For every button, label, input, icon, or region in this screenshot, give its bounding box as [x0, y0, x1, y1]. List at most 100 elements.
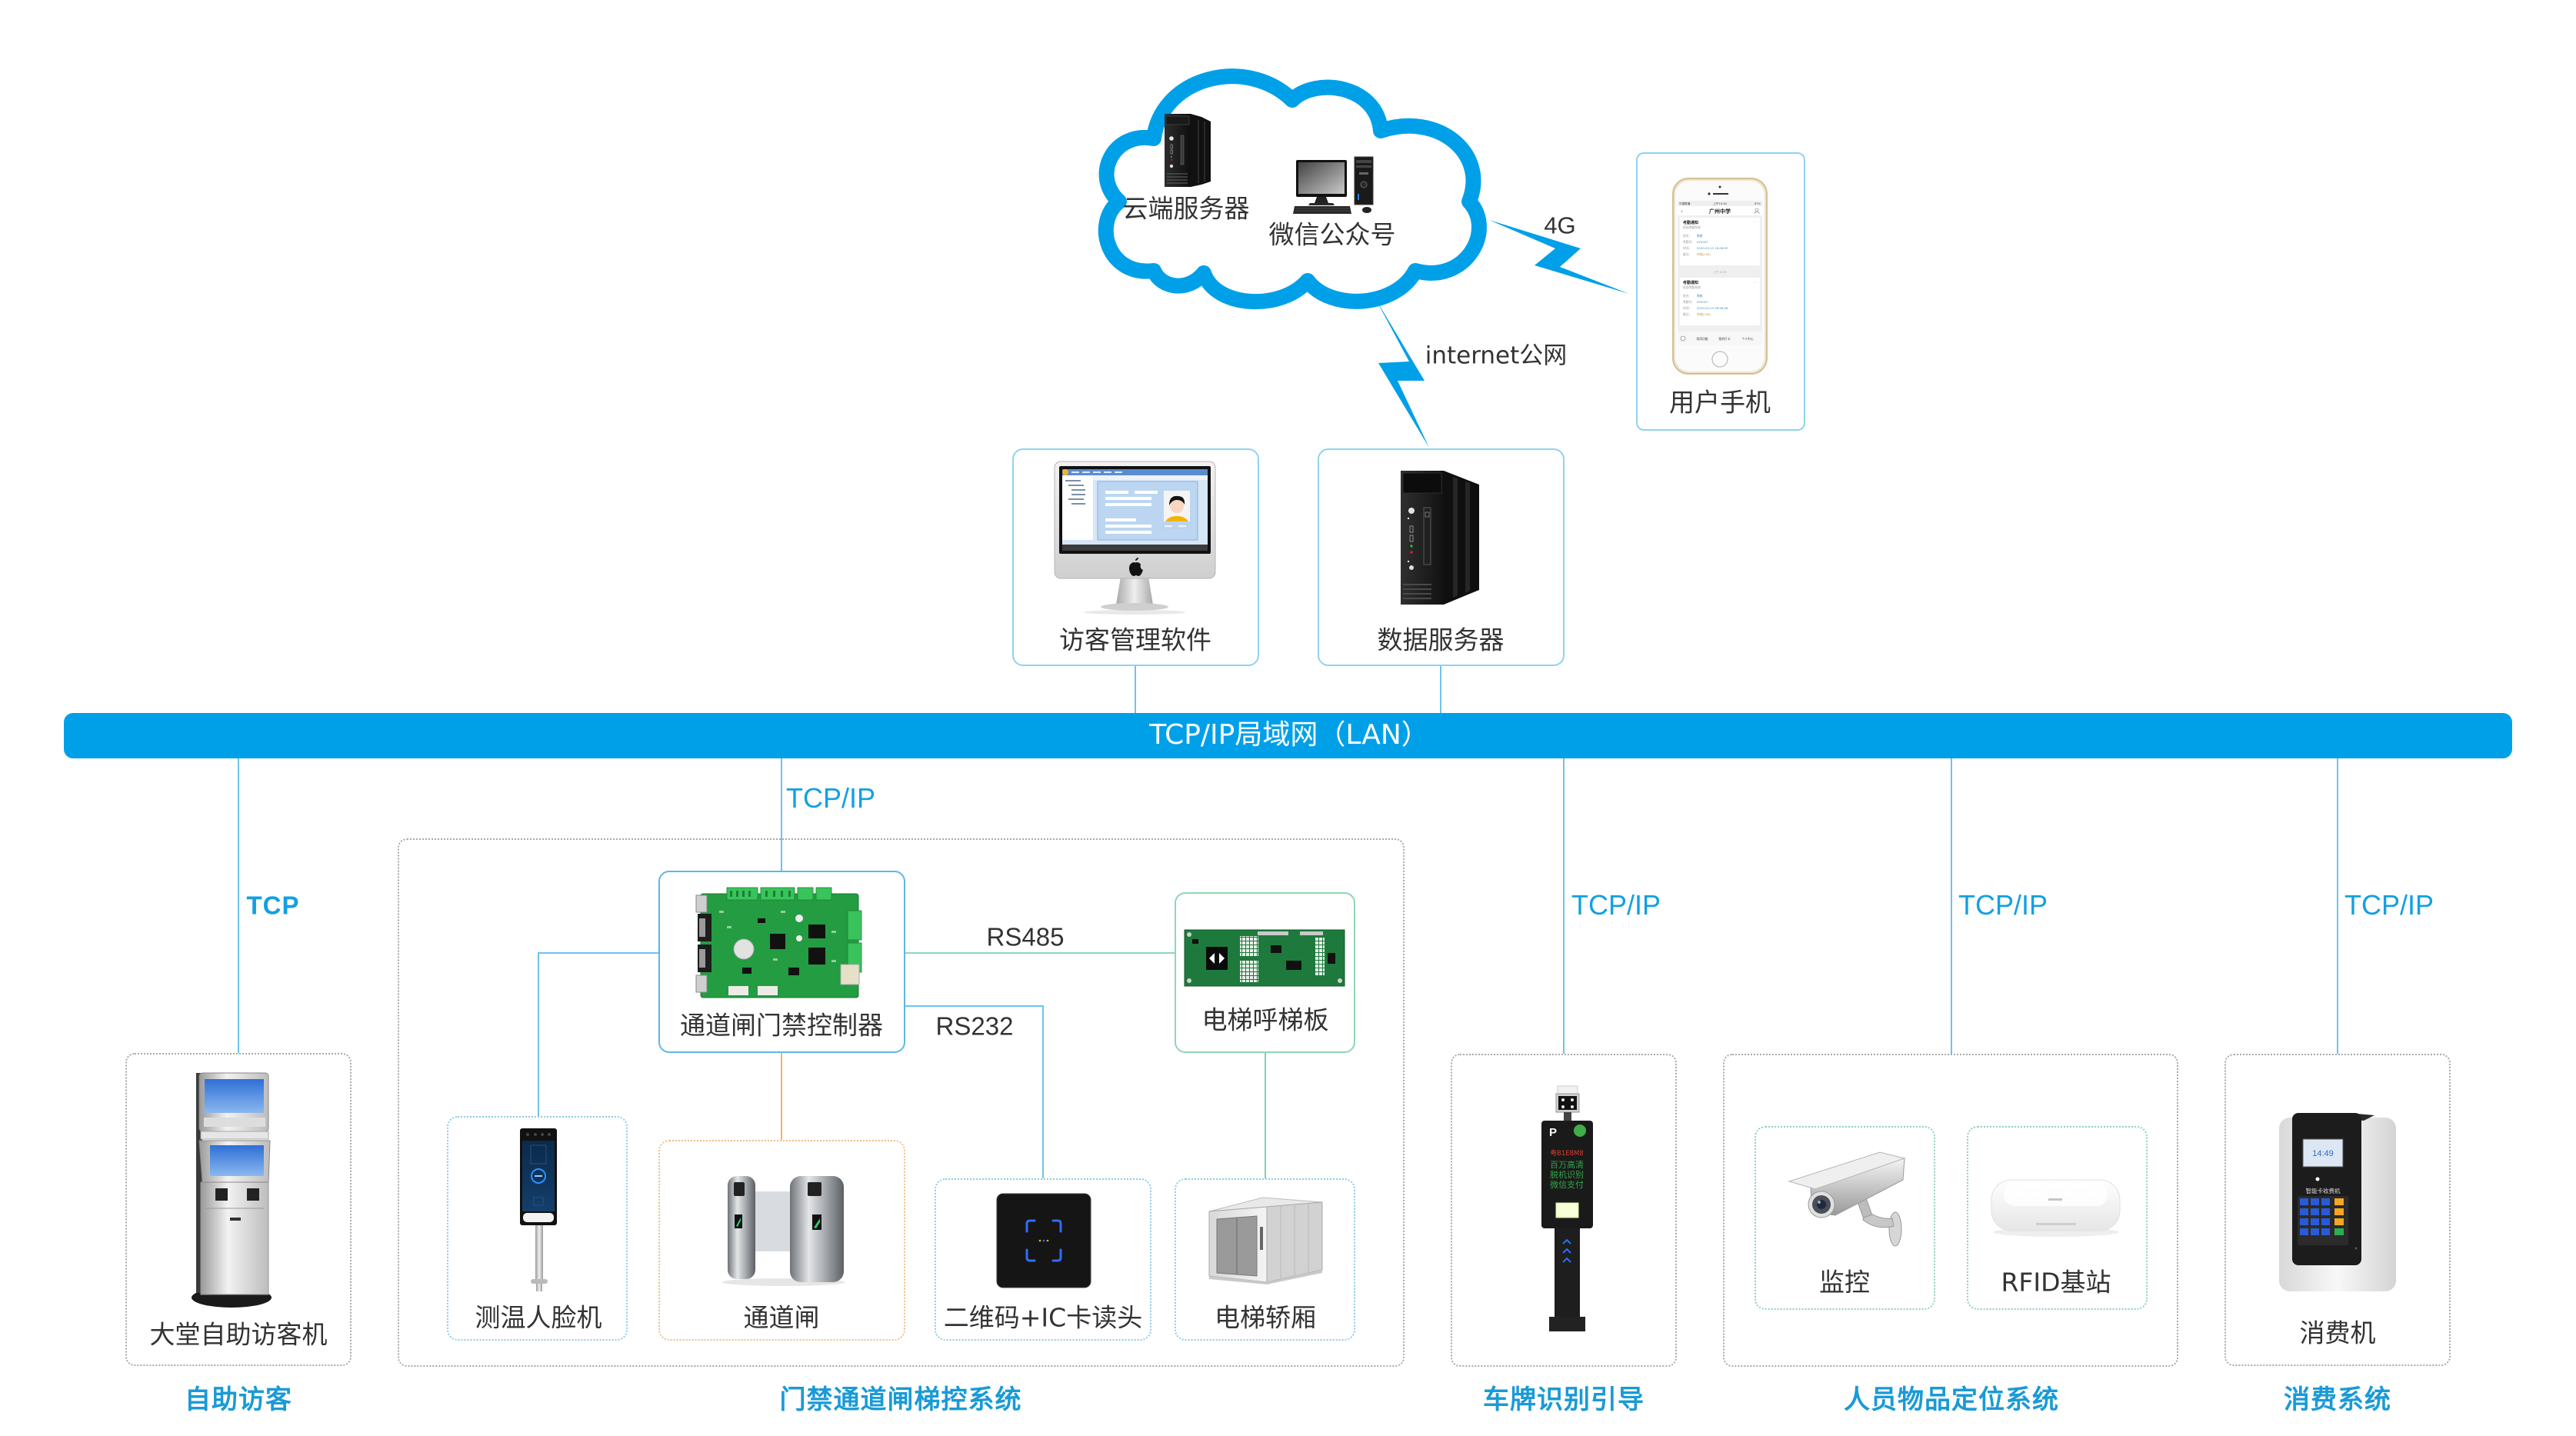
card-subtitle: 校园考勤系统 — [1683, 225, 1701, 229]
protocol-label-consumption: TCP/IP — [2344, 889, 2434, 921]
user-icon — [1755, 208, 1759, 212]
row-label: 姓名: — [1683, 294, 1690, 298]
fill-light-icon — [1555, 1202, 1579, 1218]
imac-monitor-icon — [1054, 461, 1216, 615]
protocol-label-plate: TCP/IP — [1571, 889, 1661, 921]
protocol-label-self-service: TCP — [246, 891, 300, 920]
group-title-positioning: 人员物品定位系统 — [1844, 1384, 2059, 1415]
access-control-group-box — [398, 838, 1405, 1367]
elevator-car-node-box — [1175, 1178, 1355, 1341]
row-label: 考勤号: — [1683, 240, 1693, 244]
phone-node-box — [1636, 152, 1805, 431]
green-status-icon — [1574, 1124, 1586, 1137]
group-title-plate-recognition: 车牌识别引导 — [1483, 1384, 1645, 1415]
turnstile-label: 通道闸 — [743, 1302, 820, 1333]
turnstile-gate-icon — [722, 1176, 845, 1286]
data-server-icon — [1401, 471, 1479, 605]
cctv-label: 监控 — [1819, 1267, 1870, 1298]
visitor-kiosk-icon — [192, 1072, 272, 1308]
led-line: 微信支付 — [1550, 1179, 1584, 1190]
access-controller-board-icon — [695, 887, 862, 998]
visitor-software-node-box — [1012, 448, 1259, 666]
card-reader-node-box — [935, 1178, 1151, 1341]
plate-number: 粤B1E8M8 — [1550, 1149, 1583, 1158]
phone-screen: 中国联通 上午10:34 67% ‹ 广州中学 考勤通知 校园考勤系统 ··· … — [1678, 201, 1762, 345]
divider-time: 上午 8:59 — [1713, 270, 1727, 274]
self-service-group-box — [125, 1053, 352, 1366]
cloud-server-label: 云端服务器 — [1122, 193, 1250, 224]
controller-node-box — [658, 871, 905, 1053]
cctv-camera-icon — [1788, 1151, 1906, 1247]
row-label: 备注: — [1683, 252, 1690, 256]
pos-terminal-icon: 14:49 智能卡收费机 — [2279, 1113, 2396, 1291]
card-title: 考勤通知 — [1683, 280, 1698, 285]
row-value: 陈航 — [1697, 234, 1703, 238]
server-tower-icon — [1165, 114, 1211, 187]
phone-app-title: 广州中学 — [1709, 208, 1731, 215]
status-time: 上午10:34 — [1713, 202, 1727, 205]
lobby-kiosk-label: 大堂自助访客机 — [149, 1319, 328, 1350]
face-terminal-label: 测温人脸机 — [475, 1302, 602, 1333]
led-line: 百万高清 — [1550, 1159, 1584, 1170]
more-icon: ··· — [1753, 280, 1757, 285]
pos-machine-label: 消费机 — [2299, 1318, 2376, 1348]
plate-recognition-pole-icon: P 粤B1E8M8 百万高清 脱机识别 微信支付 — [1541, 1085, 1593, 1331]
group-title-consumption: 消费系统 — [2284, 1384, 2391, 1415]
row-value: 终端[138] — [1697, 312, 1711, 316]
tab-profile: 个人中心 — [1741, 337, 1753, 341]
apple-logo-icon — [1129, 562, 1143, 576]
tab-checkin: 我的打卡 — [1718, 337, 1730, 341]
row-label: 备注: — [1683, 312, 1690, 316]
led-line: 脱机识别 — [1550, 1169, 1584, 1180]
visitor-software-screen — [1062, 469, 1208, 551]
pos-keypad — [2298, 1196, 2348, 1245]
elevator-call-board-node-box — [1175, 892, 1355, 1053]
rs232-label: RS232 — [935, 1011, 1014, 1041]
group-title-self-service: 自助访客 — [185, 1384, 292, 1415]
positioning-group-box — [1723, 1054, 2178, 1367]
elevator-car-label: 电梯轿厢 — [1215, 1302, 1316, 1333]
elevator-call-board-icon — [1184, 929, 1345, 987]
cctv-node-box — [1755, 1126, 1935, 1310]
row-value: 2020-05-12 19:06:03 — [1697, 246, 1728, 250]
internet-lightning-icon — [1375, 298, 1429, 448]
face-terminal-node-box — [447, 1116, 628, 1341]
rs485-label: RS485 — [986, 922, 1065, 951]
pos-screen-time: 14:49 — [2312, 1149, 2334, 1158]
row-value: XY0007 — [1697, 300, 1708, 304]
rfid-base-station-icon — [1991, 1179, 2121, 1237]
rfid-node-box — [1967, 1126, 2148, 1310]
status-battery: 67% — [1755, 202, 1761, 205]
parking-sign: P — [1549, 1126, 1557, 1139]
row-label: 姓名: — [1683, 234, 1690, 238]
group-title-access-control: 门禁通道闸梯控系统 — [779, 1384, 1022, 1415]
protocol-label-positioning: TCP/IP — [1958, 889, 2048, 921]
row-label: 时间: — [1683, 246, 1690, 250]
keyboard-icon — [1680, 335, 1686, 342]
data-server-node-box — [1318, 448, 1565, 666]
card-title: 考勤通知 — [1683, 220, 1698, 225]
home-button-icon — [1711, 351, 1728, 368]
controller-label: 通道闸门禁控制器 — [680, 1010, 883, 1041]
row-label: 考勤号: — [1683, 300, 1693, 304]
row-value: 陈航 — [1697, 294, 1703, 298]
row-label: 时间: — [1683, 306, 1690, 310]
pos-brand-text: 智能卡收费机 — [2306, 1187, 2341, 1194]
avatar — [1165, 495, 1188, 521]
card-subtitle: 校园考勤系统 — [1683, 285, 1701, 289]
tab-common: 常用功能 — [1696, 337, 1708, 341]
data-server-label: 数据服务器 — [1377, 625, 1505, 655]
row-value: 2020-05-13 08:58:56 — [1697, 306, 1728, 310]
visitor-software-label: 访客管理软件 — [1059, 625, 1211, 655]
rfid-base-station-label: RFID基站 — [2001, 1267, 2111, 1298]
elevator-call-board-label: 电梯呼梯板 — [1201, 1005, 1329, 1035]
more-icon: ··· — [1753, 220, 1757, 225]
consumption-group-box — [2224, 1054, 2451, 1366]
4g-lightning-icon — [1489, 220, 1629, 294]
wechat-official-account-label: 微信公众号 — [1268, 219, 1396, 250]
plate-recognition-group-box — [1451, 1054, 1677, 1367]
internet-link-label: internet公网 — [1425, 342, 1568, 370]
face-recognition-terminal-icon — [520, 1128, 557, 1291]
connector-rs232-reader — [905, 1005, 1044, 1178]
